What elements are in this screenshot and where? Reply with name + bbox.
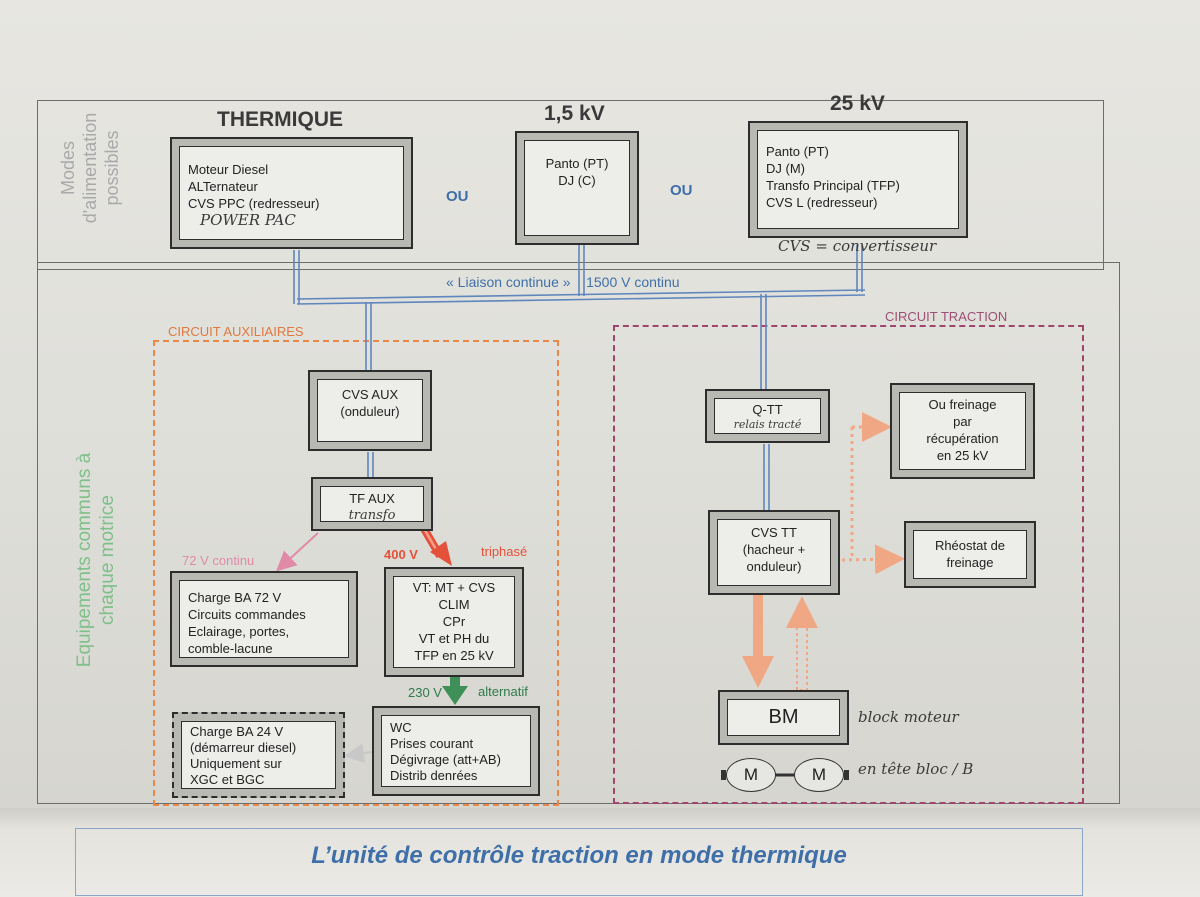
thermique-handwritten: POWER PAC xyxy=(200,211,296,229)
wc-line-3: Dégivrage (att+AB) xyxy=(390,752,501,767)
thermique-line-2: ALTernateur xyxy=(188,179,258,194)
vt-line-2: CLIM xyxy=(438,597,470,612)
arrow-230v-alternatif xyxy=(442,666,468,705)
box-freinage-recuperation: Ou freinage par récupération en 25 kV xyxy=(890,383,1035,479)
box-vt-loads: VT: MT + CVS CLIM CPr VT et PH du TFP en… xyxy=(384,567,524,677)
tf-aux-label: TF AUX xyxy=(349,491,395,506)
label-400v: 400 V xyxy=(384,547,418,562)
page-background-lower xyxy=(0,808,1200,897)
heading-25kv: 25 kV xyxy=(830,92,885,115)
bm-label: BM xyxy=(768,706,799,728)
label-72v: 72 V continu xyxy=(182,553,255,568)
traction-circuit-frame xyxy=(613,325,1084,804)
box-cvs-aux: CVS AUX (onduleur) xyxy=(308,370,432,451)
modes-side-label: Modes d'alimentation possibles xyxy=(58,112,122,224)
equipment-side-label: Equipements communs à chaque motrice xyxy=(74,452,118,668)
freinage-line-3: récupération xyxy=(926,431,999,446)
motor-1-end-left xyxy=(721,770,726,780)
tf-aux-handwritten: transfo xyxy=(348,508,396,523)
qtt-handwritten: relais tracté xyxy=(733,418,802,431)
traction-circuit-title: CIRCUIT TRACTION xyxy=(885,309,1008,324)
motor-2-end-right xyxy=(844,770,849,780)
v25-line-4: CVS L (redresseur) xyxy=(766,195,878,210)
box-thermique: Moteur Diesel ALTernateur CVS PPC (redre… xyxy=(170,137,413,249)
box-25kv: Panto (PT) DJ (M) Transfo Principal (TFP… xyxy=(748,121,968,238)
box-bm: BM xyxy=(718,690,849,745)
box-tf-aux: TF AUX transfo xyxy=(311,477,433,531)
vt-line-5: TFP en 25 kV xyxy=(414,648,494,663)
bus-label-quoted: « Liaison continue » xyxy=(446,274,571,290)
qtt-label: Q-TT xyxy=(752,402,783,417)
arrow-braking-up xyxy=(786,596,818,691)
label-triphase: triphasé xyxy=(481,544,528,559)
box-charge-24v: Charge BA 24 V (démarreur diesel) Unique… xyxy=(172,712,345,798)
cvs-handwritten-note: CVS = convertisseur xyxy=(778,237,937,255)
arrow-72v xyxy=(276,532,319,572)
charge72-line-3: Eclairage, portes, xyxy=(188,624,290,639)
cvs-tt-line-2: (hacheur + xyxy=(742,542,806,557)
box-rheostat: Rhéostat de freinage xyxy=(904,521,1036,588)
box-charge-72v: Charge BA 72 V Circuits commandes Eclair… xyxy=(170,571,358,667)
power-modes-section xyxy=(37,100,1104,270)
vt-line-1: VT: MT + CVS xyxy=(412,580,496,595)
charge72-line-4: comble-lacune xyxy=(188,641,273,656)
cvs-aux-line-1: CVS AUX xyxy=(341,387,399,402)
wc-line-4: Distrib denrées xyxy=(390,768,478,783)
rheostat-line-2: freinage xyxy=(946,555,994,570)
freinage-line-2: par xyxy=(953,414,972,429)
bus-label-voltage: 1500 V continu xyxy=(586,274,680,290)
motor-1: M xyxy=(726,758,776,792)
wc-line-2: Prises courant xyxy=(390,736,474,751)
vt-line-4: VT et PH du xyxy=(418,631,490,646)
v25-line-3: Transfo Principal (TFP) xyxy=(766,178,900,193)
charge24-line-2: (démarreur diesel) xyxy=(190,740,297,755)
box-1-5kv: Panto (PT) DJ (C) xyxy=(515,131,639,245)
braking-paths xyxy=(841,412,905,575)
vt-line-3: CPr xyxy=(442,614,466,629)
arrow-24v xyxy=(344,743,373,764)
arrow-400v-triphase xyxy=(419,524,452,566)
ou-label-2: OU xyxy=(670,182,693,199)
bm-handwritten-note: block moteur xyxy=(858,708,959,726)
label-230v: 230 V xyxy=(408,685,442,700)
motor-handwritten-note: en tête bloc / B xyxy=(858,760,974,778)
bus-label: « Liaison continue » 1500 V continu xyxy=(446,274,680,290)
aux-circuit-title: CIRCUIT AUXILIAIRES xyxy=(168,324,304,339)
aux-circuit-frame xyxy=(153,340,559,806)
heading-1-5kv: 1,5 kV xyxy=(544,102,605,125)
caption-frame xyxy=(75,828,1083,896)
motor-2: M xyxy=(794,758,844,792)
box-cvs-tt: CVS TT (hacheur + onduleur) xyxy=(708,510,840,595)
arrow-traction-down xyxy=(742,594,774,688)
v25-line-1: Panto (PT) xyxy=(766,144,829,159)
cvs-tt-line-3: onduleur) xyxy=(746,559,802,574)
freinage-line-1: Ou freinage xyxy=(928,397,997,412)
wc-line-1: WC xyxy=(390,720,412,735)
rheostat-line-1: Rhéostat de xyxy=(934,538,1006,553)
box-wc-loads: WC Prises courant Dégivrage (att+AB) Dis… xyxy=(372,706,540,796)
thermique-line-1: Moteur Diesel xyxy=(188,162,269,177)
v25-line-2: DJ (M) xyxy=(766,161,805,176)
charge72-line-2: Circuits commandes xyxy=(188,607,306,622)
charge24-line-3: Uniquement sur xyxy=(190,756,282,771)
box-q-tt: Q-TT relais tracté xyxy=(705,389,830,443)
motor-2-label: M xyxy=(811,765,827,784)
thermique-line-3: CVS PPC (redresseur) xyxy=(188,196,320,211)
motor-1-label: M xyxy=(743,765,759,784)
ou-label-1: OU xyxy=(446,188,469,205)
freinage-line-4: en 25 kV xyxy=(936,448,989,463)
liaison-continue-bus xyxy=(293,244,866,510)
charge24-line-4: XGC et BGC xyxy=(190,772,265,787)
v15-line-1: Panto (PT) xyxy=(545,156,609,171)
v15-line-2: DJ (C) xyxy=(558,173,596,188)
label-alternatif: alternatif xyxy=(478,684,528,699)
charge72-line-1: Charge BA 72 V xyxy=(188,590,282,605)
heading-thermique: THERMIQUE xyxy=(217,108,343,131)
cvs-aux-line-2: (onduleur) xyxy=(340,404,400,419)
cvs-tt-line-1: CVS TT xyxy=(751,525,797,540)
charge24-line-1: Charge BA 24 V xyxy=(190,724,284,739)
page-caption: L’unité de contrôle traction en mode the… xyxy=(311,842,847,869)
